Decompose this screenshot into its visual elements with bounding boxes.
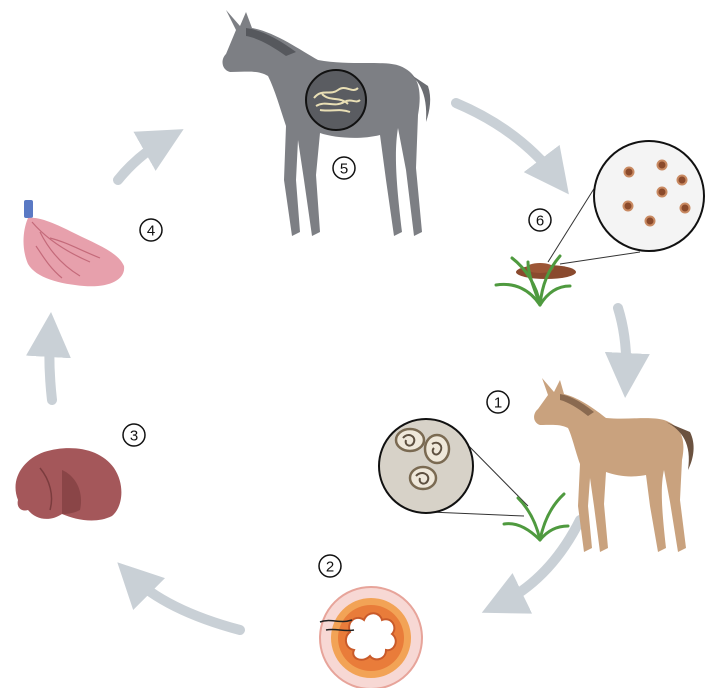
svg-text:4: 4 (147, 223, 155, 240)
arrow-4-to-5 (118, 138, 168, 180)
grass-icon (504, 494, 568, 540)
lung-icon (24, 200, 125, 286)
stage-label-6: 6 (529, 209, 551, 231)
eggs-magnifier-icon (548, 141, 704, 264)
grass-icon (496, 256, 570, 305)
stage-label-3: 3 (123, 424, 145, 446)
larvated-eggs-magnifier-icon (379, 419, 528, 516)
svg-text:6: 6 (536, 213, 544, 230)
stage-label-1: 1 (487, 391, 509, 413)
stage-label-2: 2 (319, 555, 341, 577)
arrow-6-to-1 (618, 308, 626, 380)
intestine-worm-circle (306, 70, 366, 130)
intestine-cross-section-icon (320, 587, 422, 688)
cycle-arrows (49, 103, 626, 630)
stage-label-5: 5 (333, 157, 355, 179)
arrow-2-to-3 (130, 575, 240, 630)
svg-text:5: 5 (340, 161, 348, 178)
stage-label-4: 4 (140, 219, 162, 241)
svg-text:2: 2 (326, 559, 334, 576)
svg-text:3: 3 (130, 428, 138, 445)
arrow-5-to-6 (456, 103, 558, 180)
liver-icon (16, 448, 122, 520)
svg-text:1: 1 (494, 395, 502, 412)
arrow-3-to-4 (49, 330, 52, 400)
